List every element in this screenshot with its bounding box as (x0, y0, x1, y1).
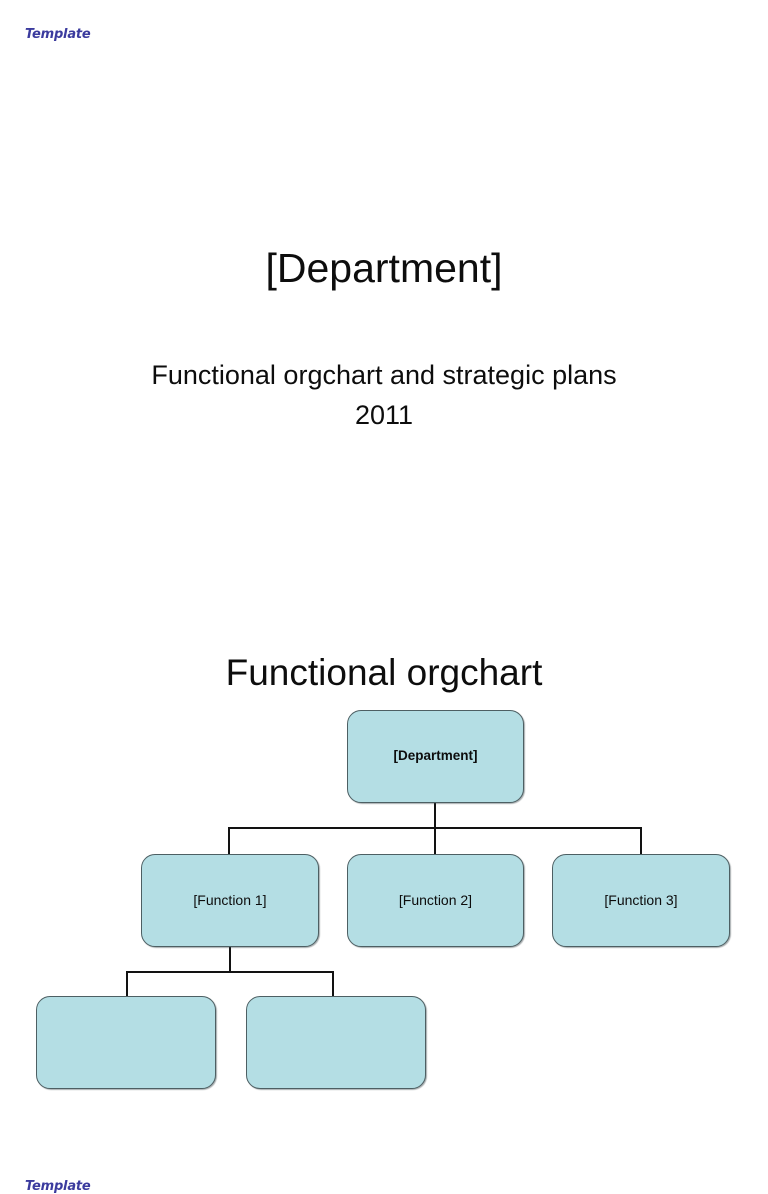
node-label: [Department] (393, 748, 478, 764)
connector-bus-to-function-3 (640, 827, 642, 855)
connector-bus-to-subfunction-2 (332, 971, 334, 997)
template-tag: Template (25, 27, 91, 42)
connector-bus-to-function-1 (228, 827, 230, 855)
connector-horizontal-bus-bottom (126, 971, 334, 973)
orgchart-node-department[interactable]: [Department] (347, 710, 524, 803)
title-slide: Template [Department] Functional orgchar… (0, 0, 768, 576)
page-title: [Department] (265, 245, 503, 292)
connector-bus-to-subfunction-1 (126, 971, 128, 997)
orgchart-node-function-2[interactable]: [Function 2] (347, 854, 524, 947)
page-subtitle: Functional orgchart and strategic plans … (151, 360, 617, 430)
node-label: [Function 1] (193, 892, 267, 909)
node-label: [Function 3] (604, 892, 678, 909)
connector-bus-to-function-2 (434, 827, 436, 855)
connector-function-1-to-bus (229, 947, 231, 972)
orgchart-node-subfunction-2[interactable] (246, 996, 426, 1089)
orgchart-node-subfunction-1[interactable] (36, 996, 216, 1089)
slide-heading: Functional orgchart (225, 651, 543, 693)
orgchart-slide: Template Functional orgchart [Department… (0, 576, 768, 1194)
template-tag: Template (25, 1179, 91, 1194)
node-label: [Function 2] (398, 892, 473, 909)
connector-root-to-bus (434, 803, 436, 828)
orgchart-diagram: [Department] [Function 1] [Function 2] [… (0, 576, 768, 1089)
orgchart-node-function-3[interactable]: [Function 3] (552, 854, 730, 947)
orgchart-node-function-1[interactable]: [Function 1] (141, 854, 319, 947)
